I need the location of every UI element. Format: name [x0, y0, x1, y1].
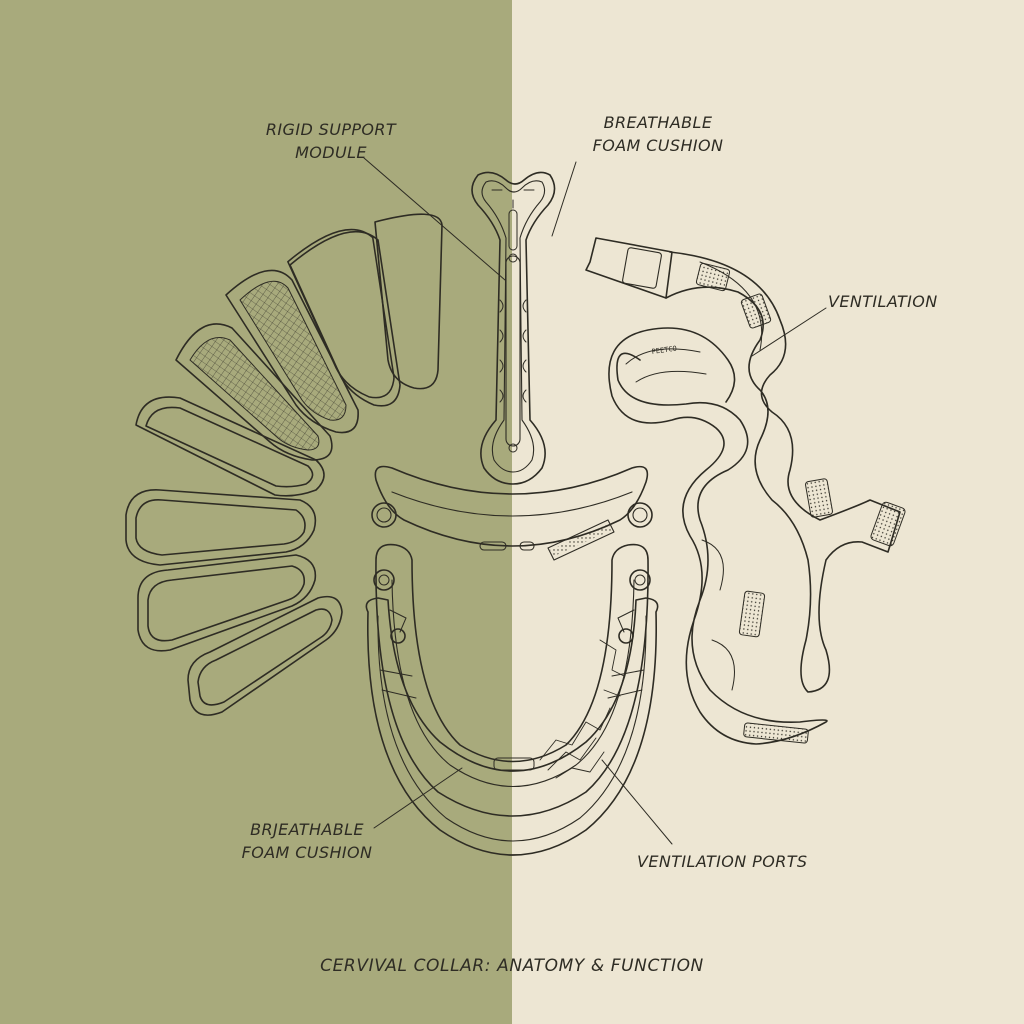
- label-breathable-foam-bottom: BRJEATHABLE FOAM CUSHION: [232, 818, 382, 864]
- background-right-panel: [512, 0, 1024, 1024]
- leader-lines: [363, 157, 827, 845]
- ventilation-strap: [585, 237, 906, 693]
- foam-pad-6: [137, 554, 317, 652]
- label-foam-top-line1: BREATHABLE: [603, 113, 713, 132]
- knob-right: [627, 502, 653, 528]
- label-breathable-foam-top: BREATHABLE FOAM CUSHION: [578, 111, 738, 157]
- foam-pad-1: [374, 213, 443, 390]
- foam-pad-3: [287, 228, 395, 399]
- twisting-strap: [608, 327, 828, 745]
- label-foam-bottom-line1: BRJEATHABLE: [250, 820, 364, 839]
- label-foam-bottom-line2: FOAM CUSHION: [241, 843, 373, 862]
- label-foam-top-line2: FOAM CUSHION: [592, 136, 724, 155]
- foam-pad-2: [289, 230, 401, 407]
- label-rigid-support-line2: MODULE: [295, 143, 367, 162]
- foam-pad-fan: [125, 213, 443, 716]
- background-left-panel: [0, 0, 512, 1024]
- label-ventilation-ports: VENTILATION PORTS: [637, 852, 808, 871]
- diagram-title: CERVIVAL COLLAR: ANATOMY & FUNCTION: [320, 956, 704, 976]
- label-ventilation: VENTILATION: [828, 292, 938, 311]
- label-rigid-support-line1: RIGID SUPPORT: [265, 120, 397, 139]
- foam-pad-7: [187, 595, 343, 716]
- chin-support-arc: [371, 465, 653, 561]
- label-rigid-support-module: RIGID SUPPORT MODULE: [256, 118, 406, 164]
- foam-pad-mesh-2: [175, 323, 333, 461]
- collar-u-body: [365, 543, 659, 856]
- foam-pad-4: [135, 396, 325, 497]
- foam-pad-5: [125, 489, 317, 566]
- knob-left: [371, 502, 397, 528]
- strap-print-text: PEETCO: [651, 345, 677, 356]
- foam-pad-mesh-1: [225, 269, 359, 434]
- rigid-support-module: [471, 171, 556, 485]
